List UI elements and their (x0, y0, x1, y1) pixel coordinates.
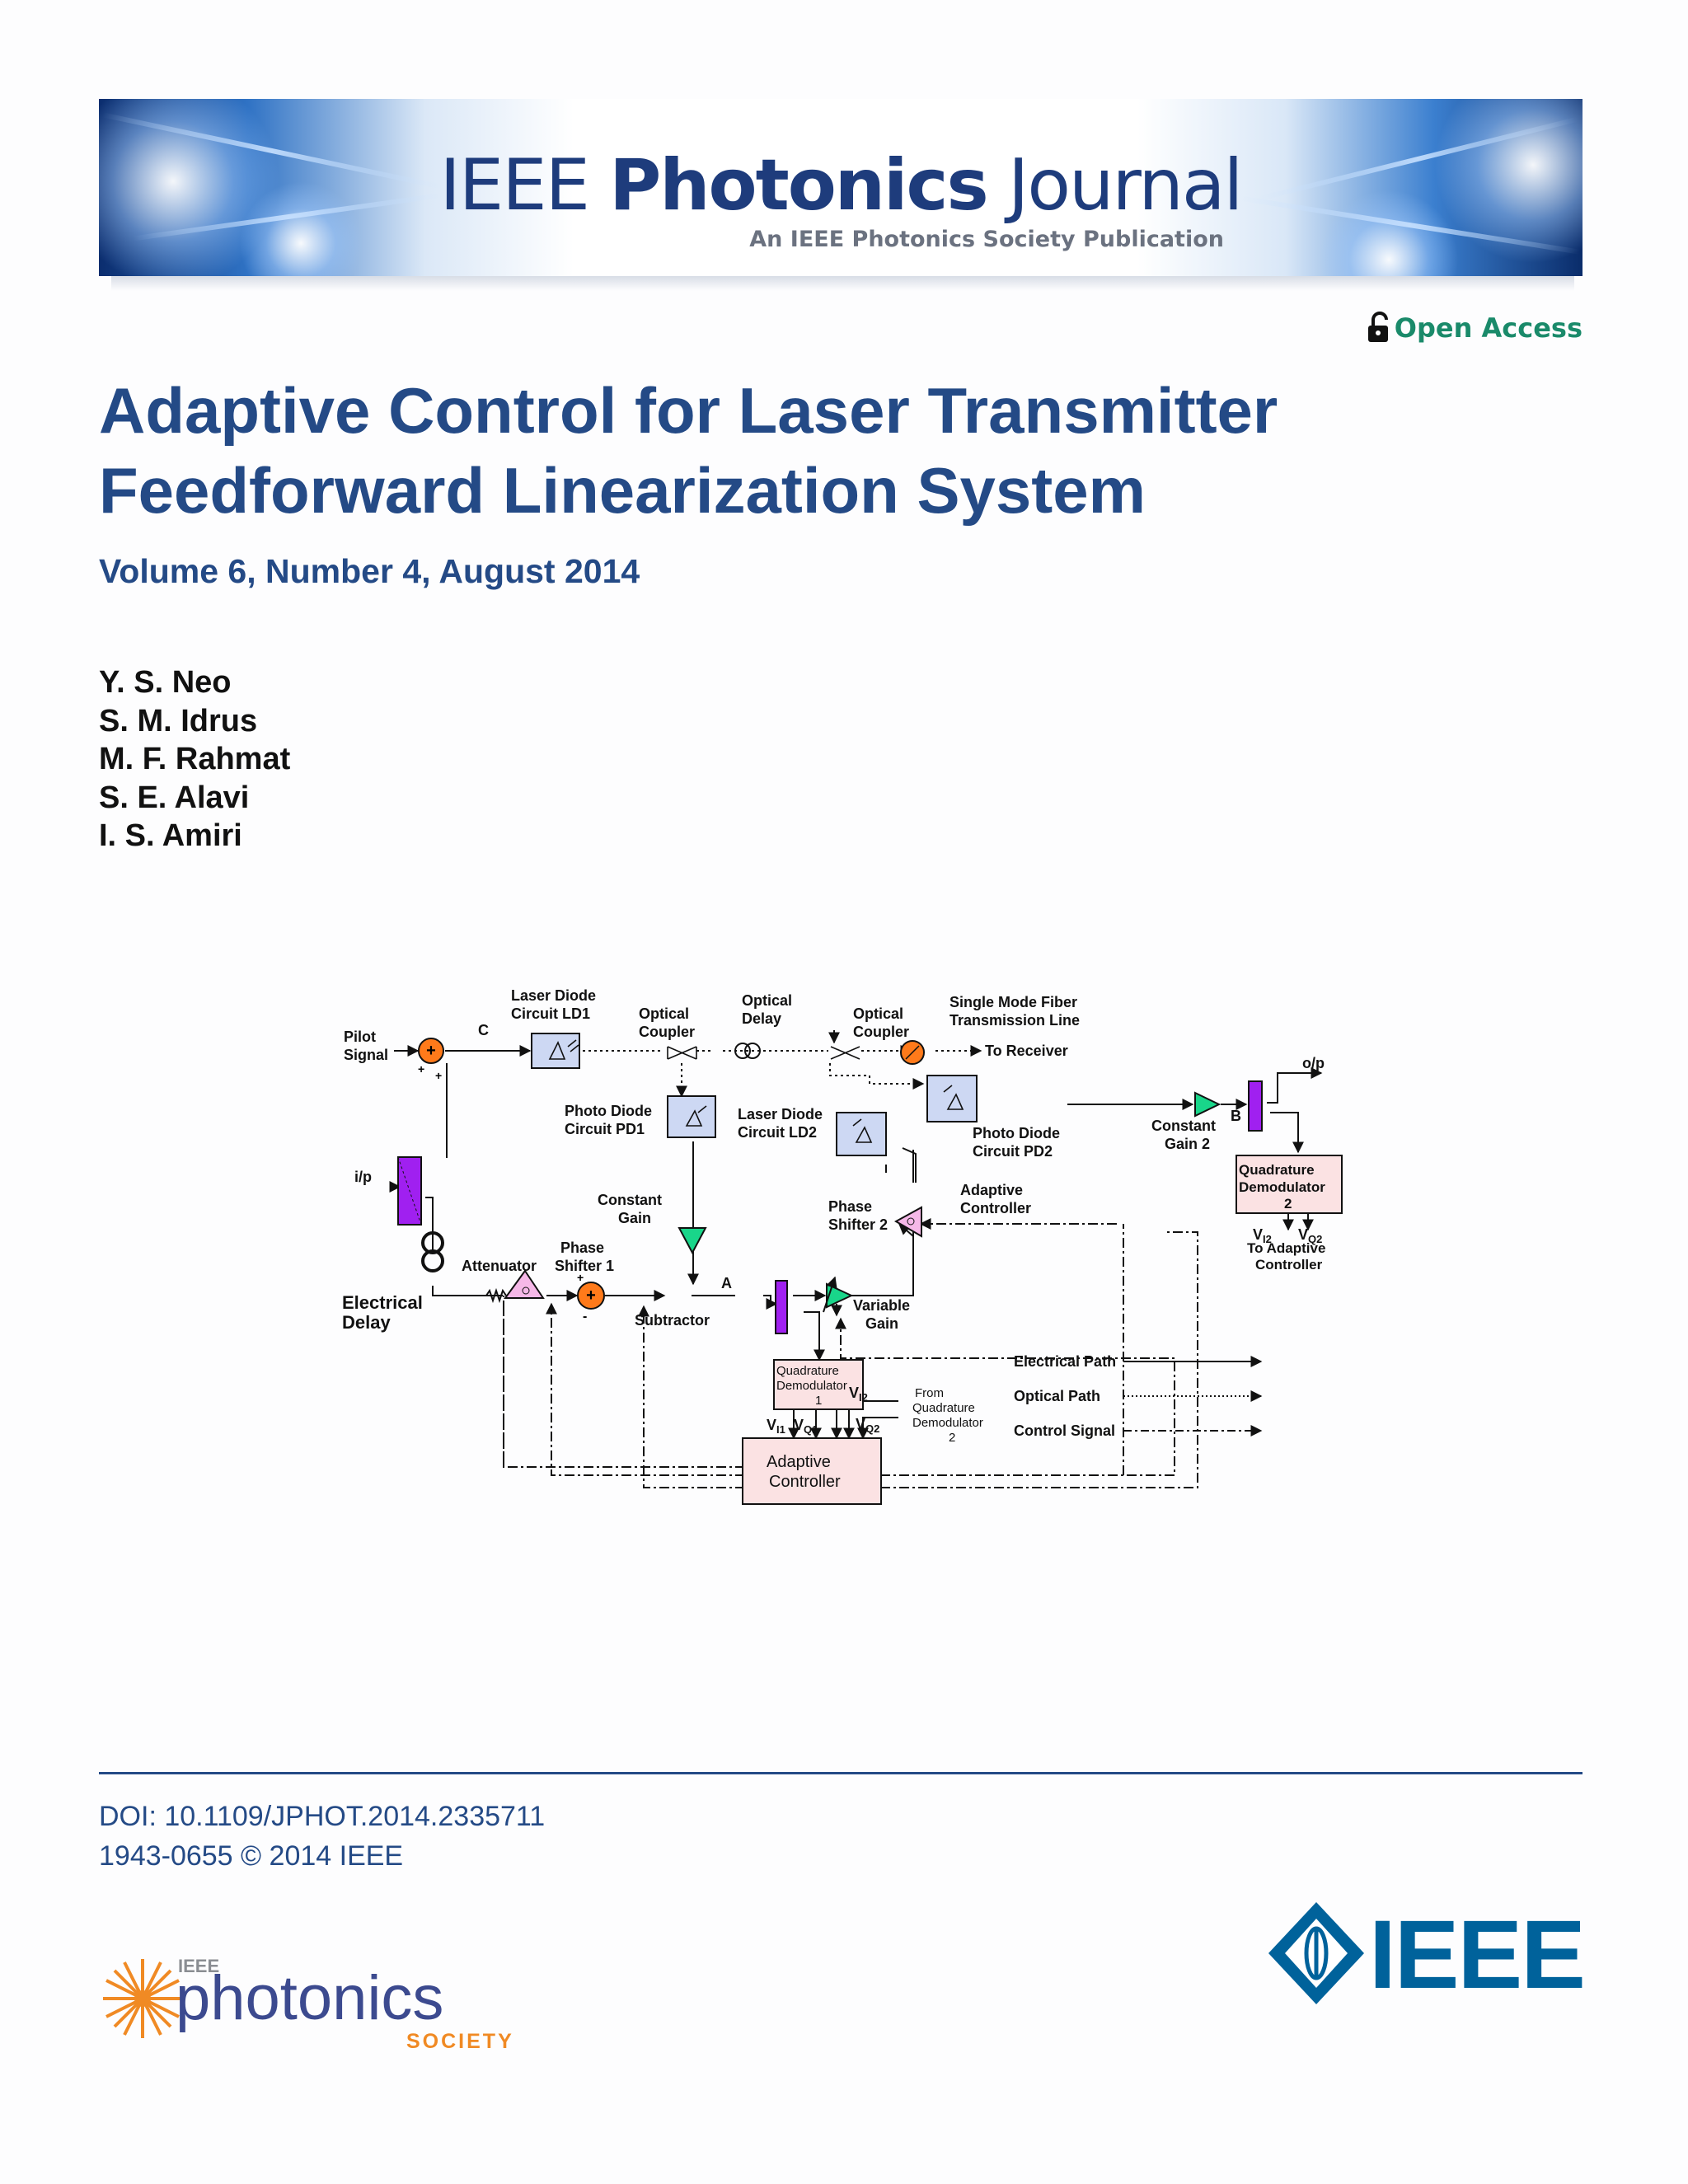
footer-rule (99, 1772, 1582, 1774)
legend-control-label: Control Signal (1014, 1422, 1115, 1439)
label-const-gain-1: Constant (598, 1192, 662, 1208)
label-smf-2: Transmission Line (950, 1012, 1080, 1029)
issn-copyright: 1943-0655 © 2014 IEEE (99, 1840, 404, 1872)
label-node-b: B (1231, 1108, 1241, 1124)
label-qd2-1: Quadrature (1239, 1162, 1315, 1178)
label-attenuator: Attenuator (462, 1258, 537, 1274)
label-pd2-1: Photo Diode (973, 1125, 1060, 1141)
label-signal: Signal (344, 1047, 388, 1063)
journal-title-bold: Photonics (609, 144, 988, 227)
article-title: Adaptive Control for Laser Transmitter F… (99, 374, 1278, 527)
photonics-logo-ieee: IEEE (178, 1956, 219, 1976)
label-node-c: C (478, 1022, 489, 1038)
label-electrical-delay-2: Delay (342, 1312, 391, 1333)
label-from-qd-2: Quadrature (912, 1401, 975, 1415)
label-coupler1-2: Coupler (639, 1024, 695, 1040)
author: S. M. Idrus (99, 703, 258, 738)
svg-text:VI1: VI1 (767, 1417, 785, 1436)
svg-text:VQ1: VQ1 (794, 1417, 818, 1436)
label-ld1-2: Circuit LD1 (511, 1005, 590, 1022)
label-smf-1: Single Mode Fiber (950, 994, 1077, 1010)
journal-title-suffix: Journal (987, 144, 1243, 227)
label-qd2-3: 2 (1284, 1196, 1292, 1212)
svg-text:VI2: VI2 (849, 1385, 868, 1404)
label-adaptive-ctrl-1: Adaptive (960, 1182, 1023, 1198)
label-coupler2-1: Optical (853, 1005, 903, 1022)
label-ip: i/p (354, 1169, 372, 1185)
doi-text: DOI: 10.1109/JPHOT.2014.2335711 (99, 1801, 546, 1832)
label-qd1-1: Quadrature (776, 1364, 839, 1378)
svg-text:VI2: VI2 (1253, 1226, 1272, 1245)
author: I. S. Amiri (99, 818, 242, 853)
label-phase-shifter1-2: Shifter 1 (555, 1258, 614, 1274)
label-phase-shifter2-2: Shifter 2 (828, 1216, 888, 1233)
label-pd1-1: Photo Diode (565, 1103, 652, 1119)
open-lock-icon (1367, 312, 1388, 342)
label-pd2-2: Circuit PD2 (973, 1143, 1053, 1160)
journal-title: IEEE Photonics Journal (99, 144, 1582, 227)
label-subtractor: Subtractor (635, 1312, 710, 1329)
author-list: Y. S. Neo S. M. Idrus M. F. Rahmat S. E.… (99, 663, 290, 855)
label-delay-1: Optical (742, 992, 792, 1009)
sub-plus: + (586, 1286, 596, 1305)
label-const-gain-2: Gain (618, 1210, 651, 1226)
label-variable-gain-2: Gain (865, 1315, 898, 1332)
label-variable-gain-1: Variable (853, 1297, 910, 1314)
label-coupler1-1: Optical (639, 1005, 689, 1022)
label-coupler2-2: Coupler (853, 1024, 909, 1040)
journal-subtitle: An IEEE Photonics Society Publication (749, 227, 1224, 252)
label-pd1-2: Circuit PD1 (565, 1121, 645, 1137)
journal-title-prefix: IEEE (439, 144, 610, 227)
label-phase-shifter1-1: Phase (560, 1240, 604, 1256)
sub-minus-sign: - (583, 1310, 587, 1324)
photonics-society-logo: IEEE photonics SOCIETY (103, 1956, 514, 2053)
label-qd1-3: 1 (815, 1394, 822, 1408)
legend-electrical-label: Electrical Path (1014, 1353, 1116, 1370)
label-adaptive-box-2: Controller (769, 1473, 841, 1491)
svg-text:VQ2: VQ2 (1298, 1226, 1322, 1245)
label-from-qd-1: From (915, 1386, 944, 1400)
svg-text:VQ2: VQ2 (856, 1416, 879, 1435)
ieee-logo-text: IEEE (1369, 1900, 1584, 2009)
author: Y. S. Neo (99, 665, 232, 700)
sum-plus: + (426, 1042, 436, 1060)
legend-optical-label: Optical Path (1014, 1388, 1100, 1404)
label-const-gain2-2: Gain 2 (1165, 1136, 1210, 1152)
label-to-adaptive-2: Controller (1255, 1257, 1323, 1272)
sum-plus-sign-2: + (435, 1069, 442, 1082)
label-op: o/p (1302, 1055, 1325, 1071)
sum-plus-sign: + (418, 1062, 424, 1076)
journal-banner: IEEE Photonics Journal An IEEE Photonics… (99, 99, 1582, 276)
volume-info: Volume 6, Number 4, August 2014 (99, 552, 640, 590)
sub-plus-sign: + (577, 1271, 584, 1284)
footer-info: DOI: 10.1109/JPHOT.2014.2335711 1943-065… (99, 1797, 545, 1876)
label-qd1-2: Demodulator (776, 1379, 847, 1393)
system-block-diagram: + + + - + + (342, 987, 1343, 1505)
photonics-logo-society: SOCIETY (406, 2030, 514, 2053)
label-node-a: A (721, 1275, 732, 1291)
open-access-label: Open Access (1394, 312, 1582, 344)
author: S. E. Alavi (99, 780, 250, 815)
ieee-logo: IEEE (1268, 1900, 1586, 2009)
label-from-qd-4: 2 (949, 1431, 955, 1445)
open-access-badge: Open Access (1367, 312, 1582, 344)
label-to-adaptive-1: To Adaptive (1247, 1240, 1325, 1256)
label-ld2-2: Circuit LD2 (738, 1124, 817, 1141)
label-to-receiver: To Receiver (985, 1043, 1068, 1059)
label-ld1-1: Laser Diode (511, 987, 596, 1004)
label-pilot: Pilot (344, 1029, 376, 1045)
label-adaptive-box-1: Adaptive (767, 1453, 831, 1471)
label-from-qd-3: Demodulator (912, 1416, 983, 1430)
label-const-gain2-1: Constant (1151, 1118, 1216, 1134)
label-adaptive-ctrl-2: Controller (960, 1200, 1031, 1216)
label-delay-2: Delay (742, 1010, 781, 1027)
label-qd2-2: Demodulator (1239, 1179, 1325, 1195)
label-electrical-delay-1: Electrical (342, 1292, 423, 1313)
label-ld2-1: Laser Diode (738, 1106, 823, 1122)
photonics-logo-word: photonics (176, 1963, 443, 2033)
banner-shadow (111, 276, 1574, 291)
author: M. F. Rahmat (99, 742, 291, 776)
label-phase-shifter2-1: Phase (828, 1198, 872, 1215)
